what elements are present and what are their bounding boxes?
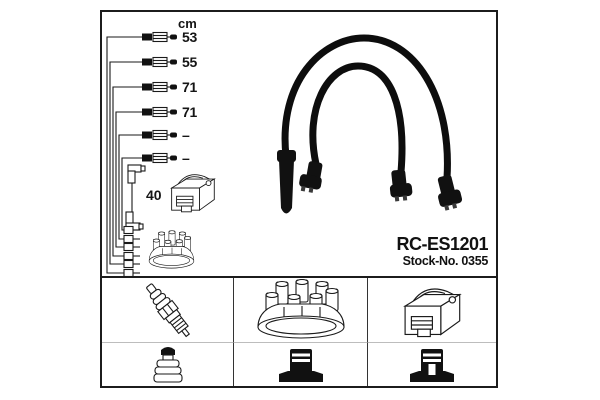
cable-length-3: 71: [182, 79, 197, 95]
straight-boot-connector-slotted-icon: [410, 348, 454, 382]
cable-length-5: –: [182, 127, 190, 143]
cable-bus-lines: [106, 36, 142, 274]
schematic-distributor-cap-icon: [149, 231, 194, 268]
cell-distributor-cap: [234, 278, 368, 342]
cable-length-1: 53: [182, 29, 197, 45]
straight-boot-icon: [277, 150, 296, 214]
cell-straight-boot-connector: [234, 342, 368, 386]
cell-spark-plug: [102, 278, 234, 342]
plug-terminal-nut-icon: [152, 346, 183, 383]
elbow-boot-icon: [437, 174, 463, 211]
ignition-coil-icon: [404, 288, 460, 338]
coil-wire-length: 40: [146, 187, 162, 203]
application-grid: [102, 276, 496, 388]
stock-number: Stock-No. 0355: [402, 254, 489, 268]
ignition-cable-set-photo: [277, 34, 463, 214]
upper-section: cm 53 55 71 71 – – 40 RC-ES1201 Stock-No…: [102, 12, 496, 276]
straight-boot-connector-icon: [278, 348, 323, 382]
spark-plug-icon: [145, 283, 190, 338]
cell-straight-boot-connector-slotted: [368, 342, 496, 386]
cable-length-2: 55: [182, 54, 197, 70]
part-identification: RC-ES1201 Stock-No. 0355: [396, 234, 488, 268]
distributor-connector-stack-icon: [123, 225, 140, 276]
cable-connector-icons: [141, 31, 178, 164]
product-diagram-panel: cm 53 55 71 71 – – 40 RC-ES1201 Stock-No…: [100, 10, 498, 388]
elbow-boot-icon: [299, 161, 323, 193]
elbow-boot-icon: [389, 169, 413, 202]
part-number: RC-ES1201: [396, 234, 488, 254]
schematic-ignition-coil-icon: [171, 174, 215, 213]
cable-length-6: –: [182, 150, 190, 166]
cable-length-4: 71: [182, 104, 197, 120]
cell-ignition-coil: [368, 278, 496, 342]
schematic-and-photo-artwork: [106, 31, 463, 276]
unit-header: cm: [178, 16, 197, 31]
cell-plug-terminal-nut: [102, 342, 234, 386]
distributor-cap-icon: [234, 279, 367, 341]
coil-wire-icon: [125, 164, 146, 231]
